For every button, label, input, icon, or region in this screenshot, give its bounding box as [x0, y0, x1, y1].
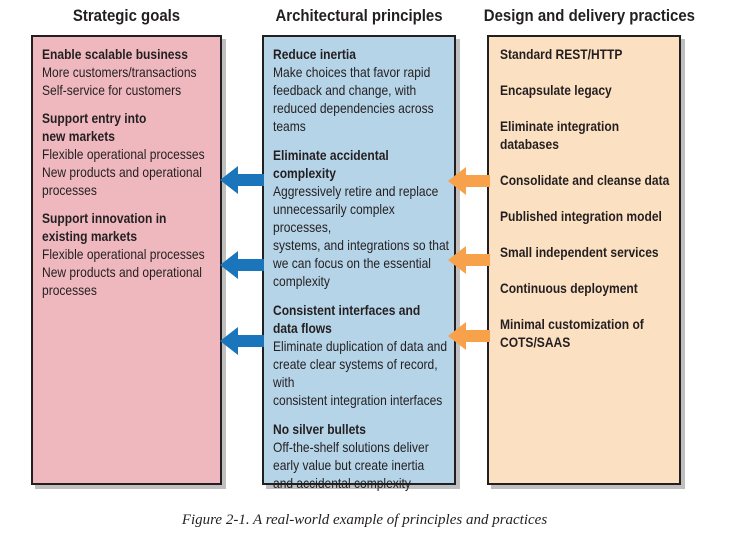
design-practice-item: Published integration model	[500, 208, 662, 224]
orange-arrow-1	[448, 167, 490, 195]
design-practice-item: Small independent services	[500, 244, 659, 260]
design-practice-item: Standard REST/HTTP	[500, 46, 623, 62]
column-title-design-delivery-practices: Design and delivery practices	[483, 6, 695, 25]
blue-arrow-1	[220, 166, 264, 194]
design-practice-item: Consolidate and cleanse data	[500, 172, 670, 188]
blue-arrow-2	[220, 251, 264, 279]
design-practice-item: Continuous deployment	[500, 280, 638, 296]
figure-caption: Figure 2-1. A real-world example of prin…	[181, 512, 548, 528]
design-practice-item: Encapsulate legacy	[500, 82, 612, 98]
column-title-architectural-principles: Architectural principles	[275, 6, 443, 25]
strategic-goal-title: Enable scalable business	[42, 46, 188, 62]
architectural-principle-title: Reduce inertia	[273, 46, 356, 62]
orange-arrow-3	[448, 322, 490, 350]
blue-arrow-3	[220, 327, 264, 355]
orange-arrow-2	[448, 246, 490, 274]
architectural-principle-title: No silver bullets	[273, 421, 367, 437]
column-title-strategic-goals: Strategic goals	[72, 6, 181, 25]
